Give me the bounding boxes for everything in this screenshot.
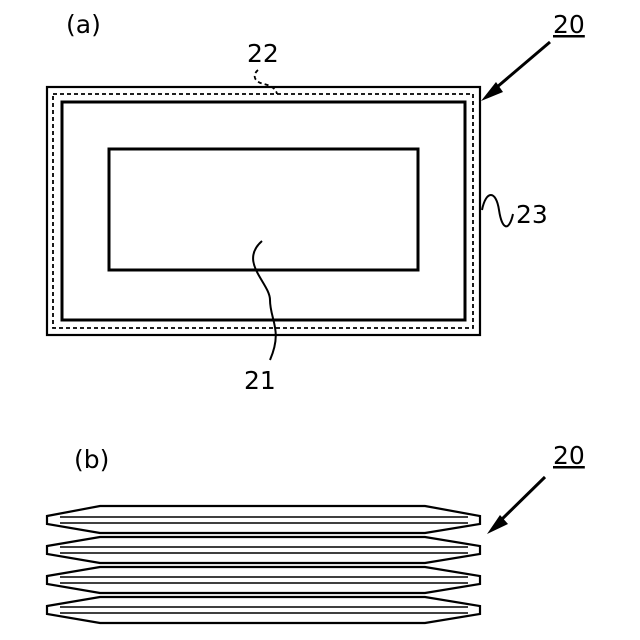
panel-b-ref-20: 20: [553, 441, 585, 470]
panel-a-ref-21: 21: [244, 366, 276, 395]
sheet-3: [47, 567, 480, 593]
panel-a-ref-20: 20: [553, 10, 585, 39]
sheet-2: [47, 537, 480, 563]
dashed-seam: [53, 94, 473, 328]
panel-b-label: (b): [74, 445, 109, 474]
panel-a-ref-22: 22: [247, 39, 279, 68]
panel-a: (a) 20 22 23 21: [47, 10, 585, 395]
panel-a-label: (a): [66, 10, 101, 39]
sheet-1: [47, 506, 480, 533]
sheet-3-outline: [47, 567, 480, 593]
stacked-sheets: [47, 506, 480, 623]
inner-border: [62, 102, 465, 320]
sheet-1-outline: [47, 506, 480, 533]
panel-a-ref-20-arrow-shaft: [490, 42, 550, 93]
sheet-2-outline: [47, 537, 480, 563]
panel-a-ref-23: 23: [516, 200, 548, 229]
ref-22-leader: [255, 70, 277, 94]
panel-b-ref-20-arrow-shaft: [496, 477, 545, 525]
ref-23-leader: [482, 195, 513, 226]
center-area: [109, 149, 418, 270]
ref-21-leader: [253, 241, 276, 360]
sheet-4: [47, 597, 480, 623]
sheet-4-outline: [47, 597, 480, 623]
panel-b: (b) 20: [47, 441, 585, 623]
outer-frame: [47, 87, 480, 335]
